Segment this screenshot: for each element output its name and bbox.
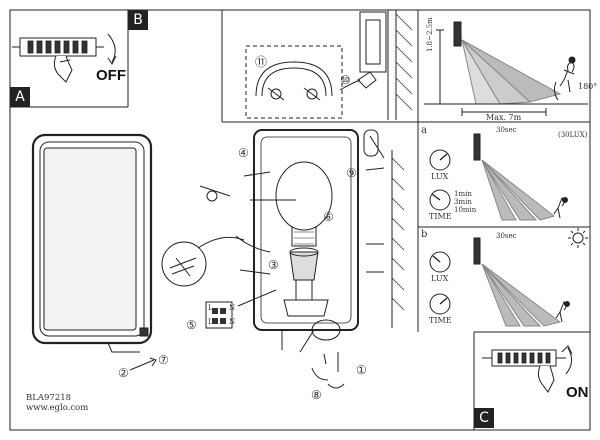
step-number-3: ③ <box>268 258 279 272</box>
base-plate <box>161 129 405 389</box>
model-info: BLA97218 www.eglo.com <box>26 393 88 413</box>
settings-b-time: TIME <box>429 316 452 325</box>
settings-a-time: TIME <box>429 212 452 221</box>
max-range-label: Max. 7m <box>486 113 522 122</box>
settings-a-label: a <box>421 125 427 136</box>
step-number-7: ⑦ <box>158 353 169 367</box>
mount-height-label: 1.8~2.5m <box>426 17 434 52</box>
step-number-2: ② <box>118 366 129 380</box>
terminal-n1: N <box>229 304 236 312</box>
step-number-4: ④ <box>238 146 249 160</box>
step-number-10: ⑩ <box>340 73 351 87</box>
terminal-l1: L <box>208 304 213 312</box>
step-number-11: ⑪ <box>255 55 268 69</box>
step-number-8: ⑧ <box>311 388 322 402</box>
wall-mounting-illustration <box>245 10 413 120</box>
panel-letter-b: B <box>128 10 148 30</box>
settings-a-diagram <box>429 133 568 221</box>
switch-off-label: OFF <box>96 67 126 84</box>
settings-b-time-top: 30sec <box>496 232 517 240</box>
panel-letter-a: A <box>10 87 30 107</box>
step-number-9: ⑨ <box>346 166 357 180</box>
settings-a-1min: 1min <box>454 190 472 198</box>
switch-off-illustration <box>12 33 117 83</box>
terminal-l2: L <box>208 318 213 326</box>
settings-a-lux: LUX <box>431 172 449 181</box>
step-number-6: ⑥ <box>323 210 334 224</box>
angle-label: 180° <box>578 82 598 91</box>
step-number-5: ⑤ <box>186 318 197 332</box>
lamp-housing <box>31 133 153 353</box>
switch-on-illustration <box>482 345 573 393</box>
assembly-arrows <box>129 357 157 371</box>
settings-b-label: b <box>421 229 428 240</box>
model-code: BLA97218 <box>26 393 72 403</box>
settings-a-10min: 10min <box>454 206 477 214</box>
settings-b-diagram <box>429 228 588 327</box>
settings-b-lux: LUX <box>431 274 449 283</box>
settings-a-lux-tag: (30LUX) <box>558 131 588 139</box>
step-number-1: ① <box>356 363 367 377</box>
terminal-n2: N <box>229 318 236 326</box>
settings-a-time-top: 30sec <box>496 126 517 134</box>
panel-letter-c: C <box>474 408 494 428</box>
detection-range-diagram <box>424 21 588 116</box>
settings-a-3min: 3min <box>454 198 472 206</box>
switch-on-label: ON <box>566 384 589 401</box>
model-website: www.eglo.com <box>26 403 89 413</box>
